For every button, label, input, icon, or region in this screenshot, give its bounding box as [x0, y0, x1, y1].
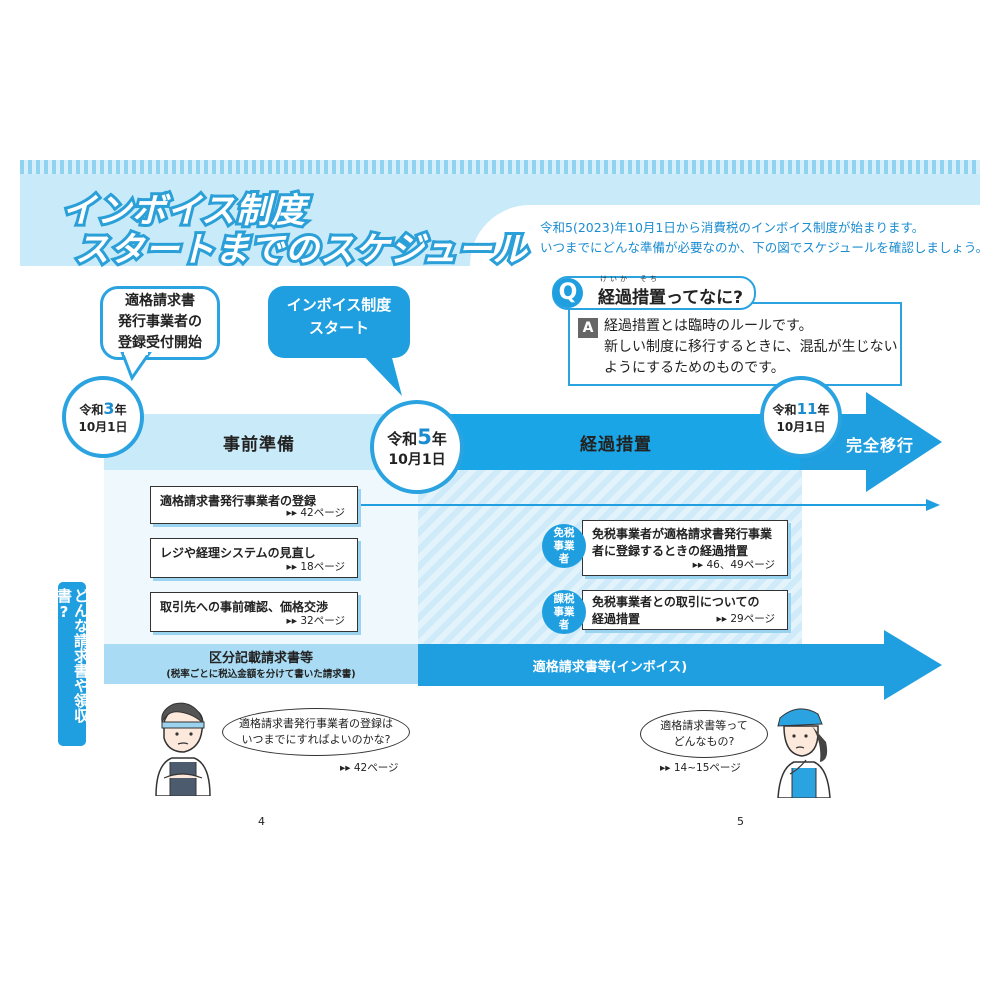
date-day: 10月1日 [78, 420, 128, 434]
callout-tail [358, 350, 402, 396]
era-number: 3 [103, 399, 115, 418]
item-line: 免税事業者が適格請求書発行事業 [592, 527, 773, 541]
item-text: 免税事業者との取引についての 経過措置 [592, 594, 760, 628]
year-text: 年 [431, 430, 447, 448]
qa-answer: 経過措置とは臨時のルールです。 新しい制度に移行するときに、混乱が生じない よう… [604, 316, 898, 379]
task-title: 取引先への事前確認、価格交渉 [160, 600, 329, 614]
page-title-line1: インボイス制度 [59, 188, 308, 234]
old-invoice-bar [104, 644, 418, 684]
a-badge: A [578, 318, 598, 338]
item-page-ref: ▸▸ 46、49ページ [692, 559, 775, 571]
old-invoice-title: 区分記載請求書等 [208, 651, 313, 666]
year-text: 年 [114, 403, 127, 417]
callout-line: 登録受付開始 [118, 335, 202, 351]
callout-line: 発行事業者の [118, 314, 202, 330]
answer-line: 新しい制度に移行するときに、混乱が生じない [604, 339, 898, 355]
qa-box [568, 302, 902, 386]
speech-right-page-ref: ▸▸ 14~15ページ [660, 762, 741, 774]
speech-left-page-ref: ▸▸ 42ページ [340, 762, 399, 774]
callout-line: インボイス制度 [286, 296, 392, 314]
speech-line: どんなもの? [673, 735, 735, 748]
item-line: 経過措置 [592, 612, 641, 626]
prep-task: 適格請求書発行事業者の登録 ▸▸ 42ページ [150, 486, 358, 524]
invoice-start-callout: インボイス制度 スタート [268, 286, 410, 358]
task-title: 適格請求書発行事業者の登録 [160, 494, 317, 508]
callout-line: スタート [308, 319, 369, 337]
page-number-left: 4 [258, 815, 265, 828]
speech-bubble-right: 適格請求書等って どんなもの? [640, 710, 768, 758]
answer-line: ようにするためのものです。 [604, 360, 785, 376]
speech-line: いつまでにすればよいのかな? [241, 733, 391, 746]
speech-bubble-left: 適格請求書発行事業者の登録は いつまでにすればよいのかな? [222, 708, 410, 756]
side-label-box [58, 582, 86, 746]
answer-line: 経過措置とは臨時のルールです。 [604, 318, 813, 334]
intro-text: 令和5(2023)年10月1日から消費税のインボイス制度が始まります。 いつまで… [540, 218, 988, 258]
side-label: どんな請求書や領収書? [55, 588, 90, 723]
intro-line-2: いつまでにどんな準備が必要なのか、下の図でスケジュールを確認しましょう。 [540, 240, 989, 255]
new-invoice-title: 適格請求書等(インボイス) [532, 660, 688, 675]
phase-transition-label: 経過措置 [580, 435, 652, 455]
taxable-business-tag: 課税事業者 [542, 590, 586, 634]
prep-task: 取引先への事前確認、価格交渉 ▸▸ 32ページ [150, 592, 358, 632]
prep-task: レジや経理システムの見直し ▸▸ 18ページ [150, 538, 358, 578]
tag-text: 課税事業者 [553, 592, 575, 631]
transition-item: 免税事業者が適格請求書発行事業 者に登録するときの経過措置 ▸▸ 46、49ペー… [582, 520, 788, 576]
registration-start-callout: 適格請求書 発行事業者の 登録受付開始 [100, 286, 220, 360]
item-line: 者に登録するときの経過措置 [592, 544, 749, 558]
q-badge: Q [553, 278, 583, 308]
task-page-ref: ▸▸ 32ページ [286, 615, 345, 627]
date-r5-circle: 令和5年 10月1日 [370, 400, 464, 494]
page-title-line2: スタートまでのスケジュール [72, 227, 530, 273]
task-page-ref: ▸▸ 18ページ [286, 561, 345, 573]
old-invoice-subtitle: (税率ごとに税込金額を分けて書いた請求書) [166, 669, 356, 680]
date-day: 10月1日 [776, 419, 826, 434]
new-invoice-arrow [418, 630, 942, 700]
speech-line: 適格請求書等って [660, 719, 748, 732]
registration-arrow [356, 499, 940, 511]
callout-line: 適格請求書 [125, 293, 195, 309]
callout-tail [120, 352, 152, 382]
qa-question: 経過措置ってなに? [598, 288, 744, 308]
transition-item: 免税事業者との取引についての 経過措置 ▸▸ 29ページ [582, 590, 788, 630]
item-page-ref: ▸▸ 29ページ [716, 613, 775, 625]
qa-question-pill [552, 276, 756, 310]
era-text: 令和 [387, 430, 418, 448]
page-number-right: 5 [737, 815, 744, 828]
man-character-illustration [155, 702, 211, 796]
prep-phase-bar [104, 414, 418, 470]
speech-line: 適格請求書発行事業者の登録は [239, 717, 393, 730]
era-number: 5 [417, 425, 432, 449]
woman-character-illustration [777, 708, 831, 798]
date-day: 10月1日 [388, 452, 446, 468]
task-title: レジや経理システムの見直し [160, 546, 316, 560]
date-r3-circle: 令和3年 10月1日 [62, 376, 144, 458]
era-text: 令和 [772, 402, 797, 417]
year-text: 年 [817, 402, 830, 417]
header-stripe [20, 160, 980, 174]
era-number: 11 [796, 399, 818, 418]
era-text: 令和 [79, 403, 104, 417]
phase-prep-label: 事前準備 [223, 435, 295, 455]
qa-ruby: けいか そち [600, 275, 660, 283]
intro-line-1: 令和5(2023)年10月1日から消費税のインボイス制度が始まります。 [540, 220, 925, 235]
phase-complete-label: 完全移行 [846, 436, 915, 455]
item-text: 免税事業者が適格請求書発行事業 者に登録するときの経過措置 [592, 526, 772, 560]
tag-text: 免税事業者 [553, 526, 575, 565]
header-white-notch [470, 205, 980, 266]
date-r11-circle: 令和11年 10月1日 [760, 376, 842, 458]
task-page-ref: ▸▸ 42ページ [286, 507, 345, 519]
exempt-business-tag: 免税事業者 [542, 524, 586, 568]
transition-phase-bar [418, 414, 802, 470]
item-line: 免税事業者との取引についての [592, 595, 760, 609]
